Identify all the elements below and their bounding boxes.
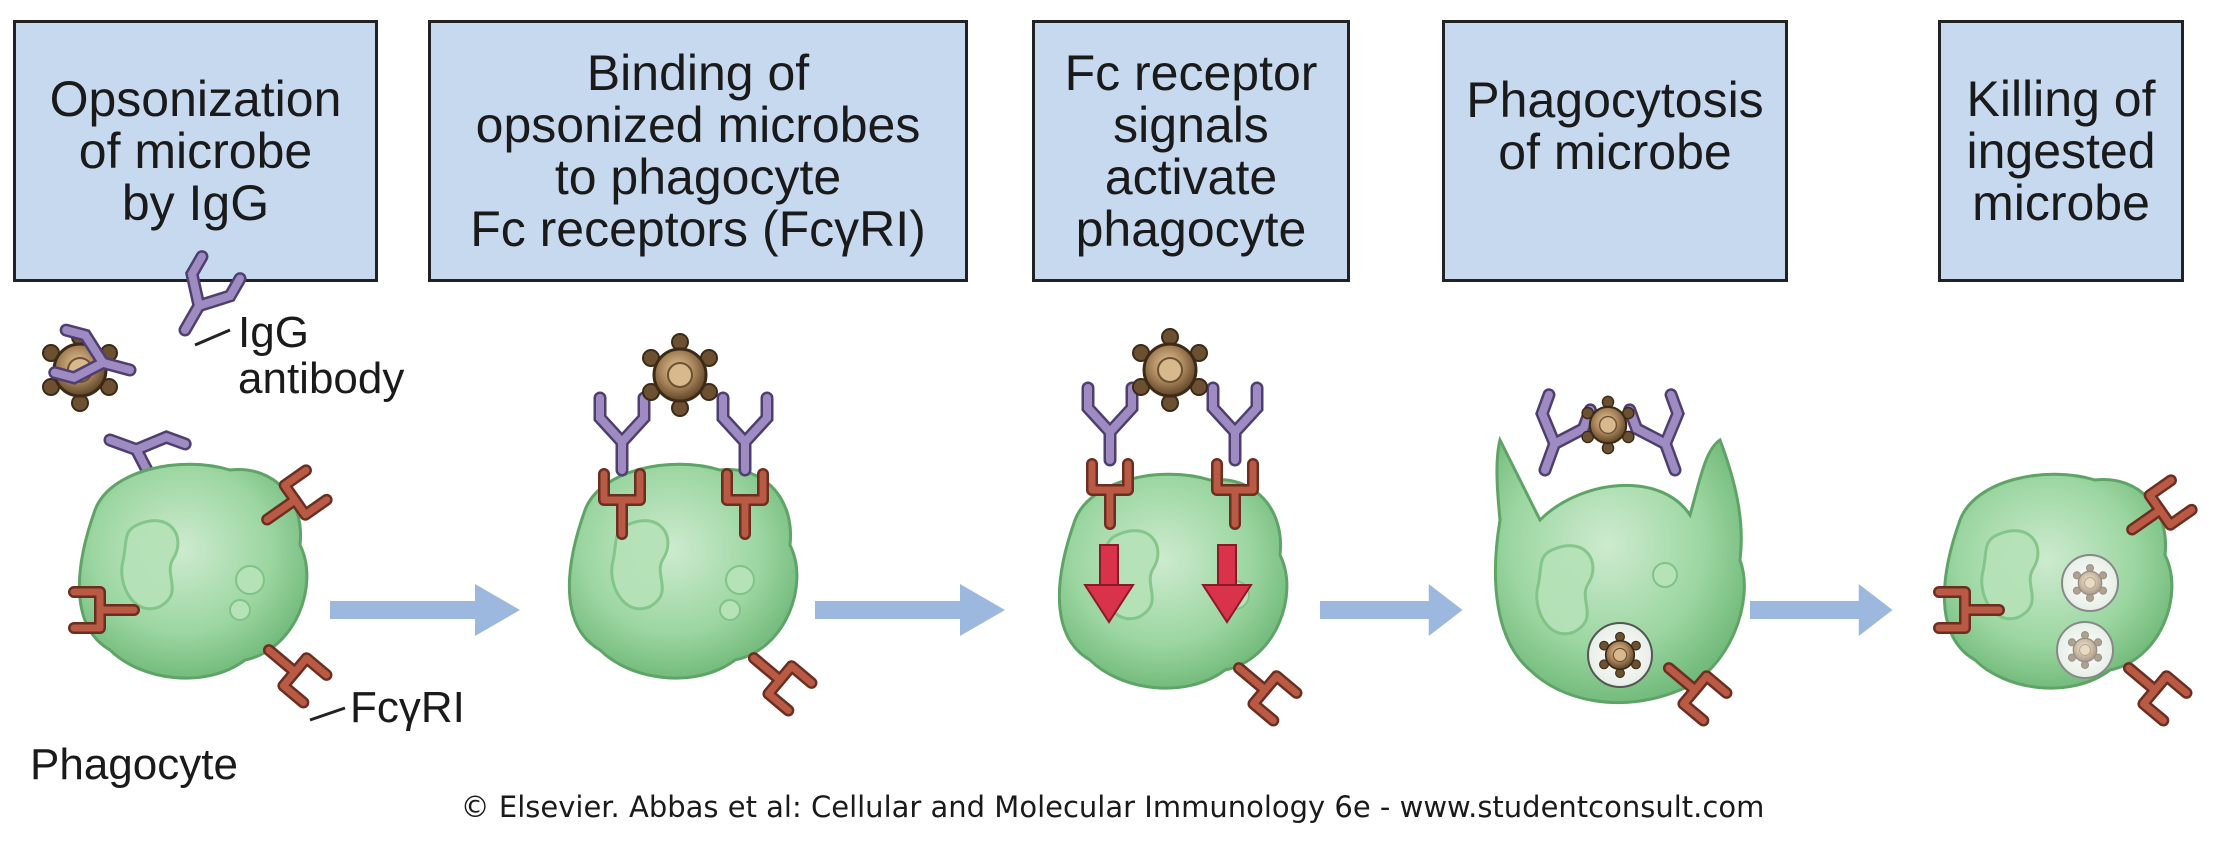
- signal-arrow-2: [1201, 544, 1253, 624]
- step-box-opsonization: Opsonization of microbe by IgG: [13, 20, 378, 282]
- stage-5-graphic: [1939, 472, 2192, 720]
- igg-antibody-label: IgG antibody: [238, 308, 405, 404]
- flow-arrow-2: [815, 584, 1005, 636]
- phagocyte-cell-3: [1057, 472, 1289, 690]
- stage-2-graphic: [567, 332, 811, 711]
- flow-arrow-3: [1320, 584, 1463, 636]
- stage-4-graphic: [1493, 395, 1746, 721]
- signal-arrow-1: [1083, 544, 1135, 624]
- step-4-text: Phagocytosis of microbe: [1466, 72, 1764, 180]
- flow-arrow-1: [330, 584, 520, 636]
- step-5-text: Killing of ingested microbe: [1966, 71, 2156, 231]
- stage-3-graphic: [1057, 327, 1296, 721]
- phagocyte-cell-4: [1493, 435, 1746, 705]
- copyright-caption: © Elsevier. Abbas et al: Cellular and Mo…: [460, 790, 1765, 824]
- step-box-phagocytosis: Phagocytosis of microbe: [1442, 20, 1788, 282]
- step-box-binding: Binding of opsonized microbes to phagocy…: [428, 20, 968, 282]
- phagocyte-cell-5: [1942, 472, 2174, 690]
- phagocyte-cell-1: [77, 462, 309, 680]
- fc-receptor-label: FcγRI: [350, 683, 465, 732]
- igg-antibody-2: [166, 257, 240, 341]
- step-2-text: Binding of opsonized microbes to phagocy…: [470, 45, 926, 257]
- step-1-text: Opsonization of microbe by IgG: [49, 71, 342, 231]
- step-3-text: Fc receptor signals activate phagocyte: [1064, 45, 1318, 257]
- step-box-signaling: Fc receptor signals activate phagocyte: [1032, 20, 1350, 282]
- flow-arrow-4: [1750, 584, 1893, 636]
- step-box-killing: Killing of ingested microbe: [1938, 20, 2184, 282]
- phagocyte-label: Phagocyte: [30, 740, 238, 789]
- stage-1-graphic: [41, 257, 346, 722]
